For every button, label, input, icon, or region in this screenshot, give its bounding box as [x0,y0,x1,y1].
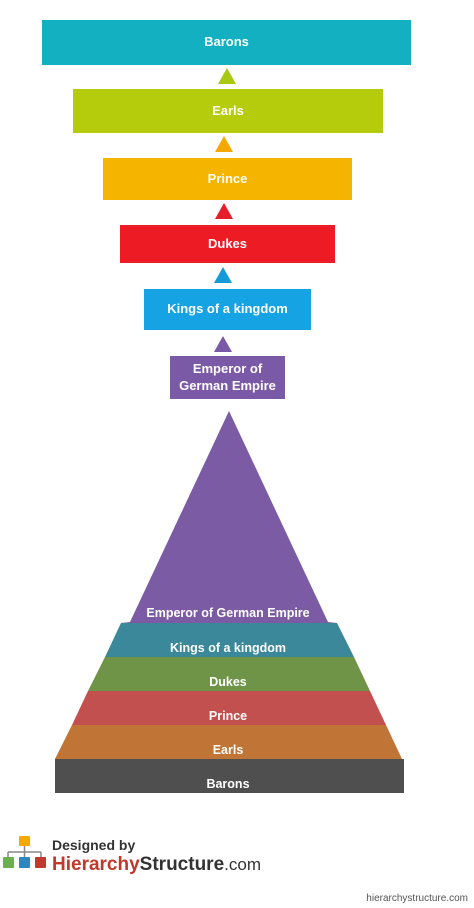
hierarchy-pyramid: Emperor of German Empire Kings of a king… [55,411,404,793]
pyramid-label-dukes: Dukes [209,675,247,689]
pyramid-label-kings: Kings of a kingdom [170,641,286,655]
pyramid-apex [130,411,328,622]
hierarchy-logo-icon [3,836,46,868]
pyramid-label-earls: Earls [213,743,244,757]
level-box-barons: Barons [42,20,411,65]
level-box-prince: Prince [103,158,352,200]
up-arrow-icon [218,68,236,84]
brand-name: HierarchyStructure.com [52,854,261,876]
level-box-earls: Earls [73,89,383,133]
level-label: Dukes [207,235,248,251]
pyramid-label-barons: Barons [206,777,249,791]
level-label: Prince [207,170,248,186]
brand-block: Designed by HierarchyStructure.com [2,833,261,881]
up-arrow-icon [215,203,233,219]
up-arrow-icon [214,267,232,283]
level-box-dukes: Dukes [120,225,335,263]
level-label-line2: German Empire [179,377,276,393]
pyramid-label-prince: Prince [209,709,247,723]
pyramid-layer-prince [72,691,386,725]
pyramid-layer-earls [55,725,402,759]
brand-name-part2: Structure [139,854,225,875]
pyramid-layer-emperor [121,622,337,623]
brand-name-part1: Hierarchy [52,854,140,875]
designed-by-text: Designed by [52,837,136,853]
pyramid-label-emperor: Emperor of German Empire [146,606,309,620]
pyramid-layer-dukes [88,657,370,691]
level-box-emperor: Emperor of German Empire [170,356,285,399]
watermark-text: hierarchystructure.com [366,893,468,904]
up-arrow-icon [215,136,233,152]
level-label: Kings of a kingdom [167,301,288,317]
up-arrow-icon [214,336,232,352]
level-box-kings: Kings of a kingdom [144,289,311,330]
pyramid-layer-barons [55,759,404,793]
level-label: Earls [212,102,244,118]
level-label: Barons [204,34,249,50]
brand-name-part3: .com [224,855,261,874]
pyramid-layer-kings [105,623,354,657]
level-label-line1: Emperor of [192,361,263,377]
